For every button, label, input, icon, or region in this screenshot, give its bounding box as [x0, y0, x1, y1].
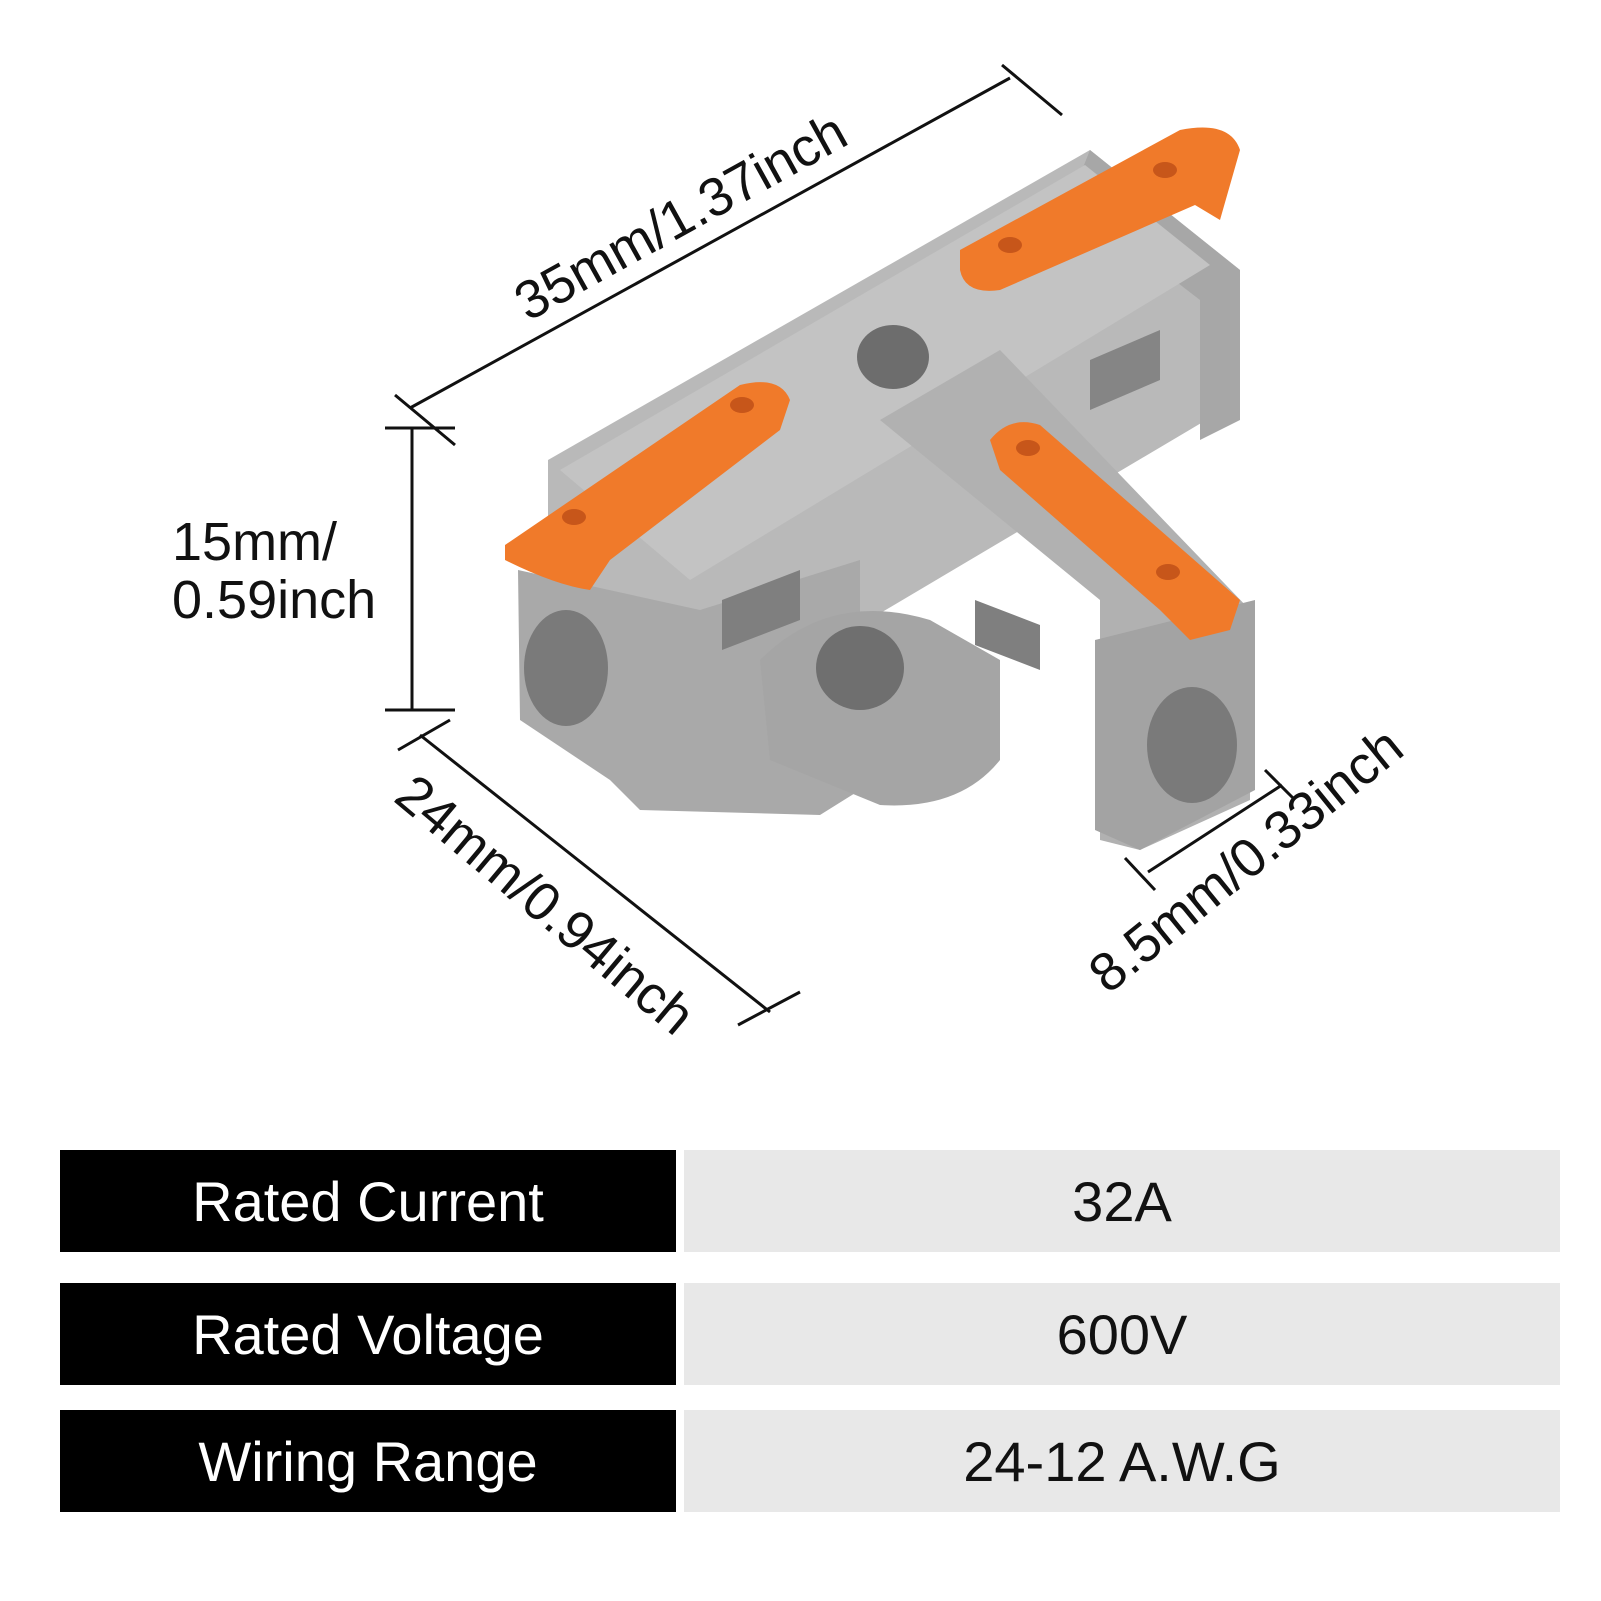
width-dimension-line: [419, 733, 771, 1014]
lever-dimple: [1156, 564, 1180, 580]
mounting-hole-front: [816, 626, 904, 710]
port-dimension-tick-right: [1263, 768, 1297, 802]
t-connector-illustration: [505, 127, 1255, 850]
lever-dimple: [998, 237, 1022, 253]
length-dimension-line: [409, 76, 1011, 410]
spec-row-rated-voltage: Rated Voltage 600V: [60, 1283, 1560, 1385]
lever-dimple: [562, 509, 586, 525]
wire-port-right: [1147, 687, 1237, 803]
lever-dimple: [1016, 440, 1040, 456]
mounting-hole-center: [857, 325, 929, 389]
spec-value: 24-12 A.W.G: [684, 1410, 1560, 1512]
spec-row-wiring-range: Wiring Range 24-12 A.W.G: [60, 1410, 1560, 1512]
height-dimension-label-line2: 0.59inch: [172, 570, 376, 630]
connector-diagram: 35mm/1.37inch 15mm/ 0.59inch 24mm/0.94in…: [172, 63, 1414, 1047]
spec-label: Rated Current: [60, 1150, 676, 1252]
spec-divider: [676, 1410, 684, 1512]
length-dimension-tick-right: [1001, 63, 1063, 117]
spec-divider: [676, 1150, 684, 1252]
width-dimension-tick-bottom: [737, 990, 801, 1027]
orange-lever-right: [990, 422, 1240, 640]
height-dimension-label-line1: 15mm/: [172, 512, 337, 572]
orange-lever-left: [505, 382, 790, 590]
length-dimension-label: 35mm/1.37inch: [505, 101, 857, 332]
lever-dimple: [1153, 162, 1177, 178]
spec-value: 32A: [684, 1150, 1560, 1252]
lever-dimple: [730, 397, 754, 413]
contact-slot-right: [975, 600, 1040, 670]
port-dimension-line: [1147, 783, 1283, 874]
contact-slot-back: [1090, 330, 1160, 410]
spec-label: Rated Voltage: [60, 1283, 676, 1385]
spec-divider: [676, 1283, 684, 1385]
wire-port-left: [524, 610, 608, 726]
spec-label: Wiring Range: [60, 1410, 676, 1512]
port-dimension-tick-left: [1123, 856, 1157, 892]
contact-slot-left: [722, 570, 800, 650]
length-dimension-tick-left: [394, 393, 456, 447]
width-dimension-tick-top: [397, 718, 451, 752]
spec-row-rated-current: Rated Current 32A: [60, 1150, 1560, 1252]
spec-value: 600V: [684, 1283, 1560, 1385]
